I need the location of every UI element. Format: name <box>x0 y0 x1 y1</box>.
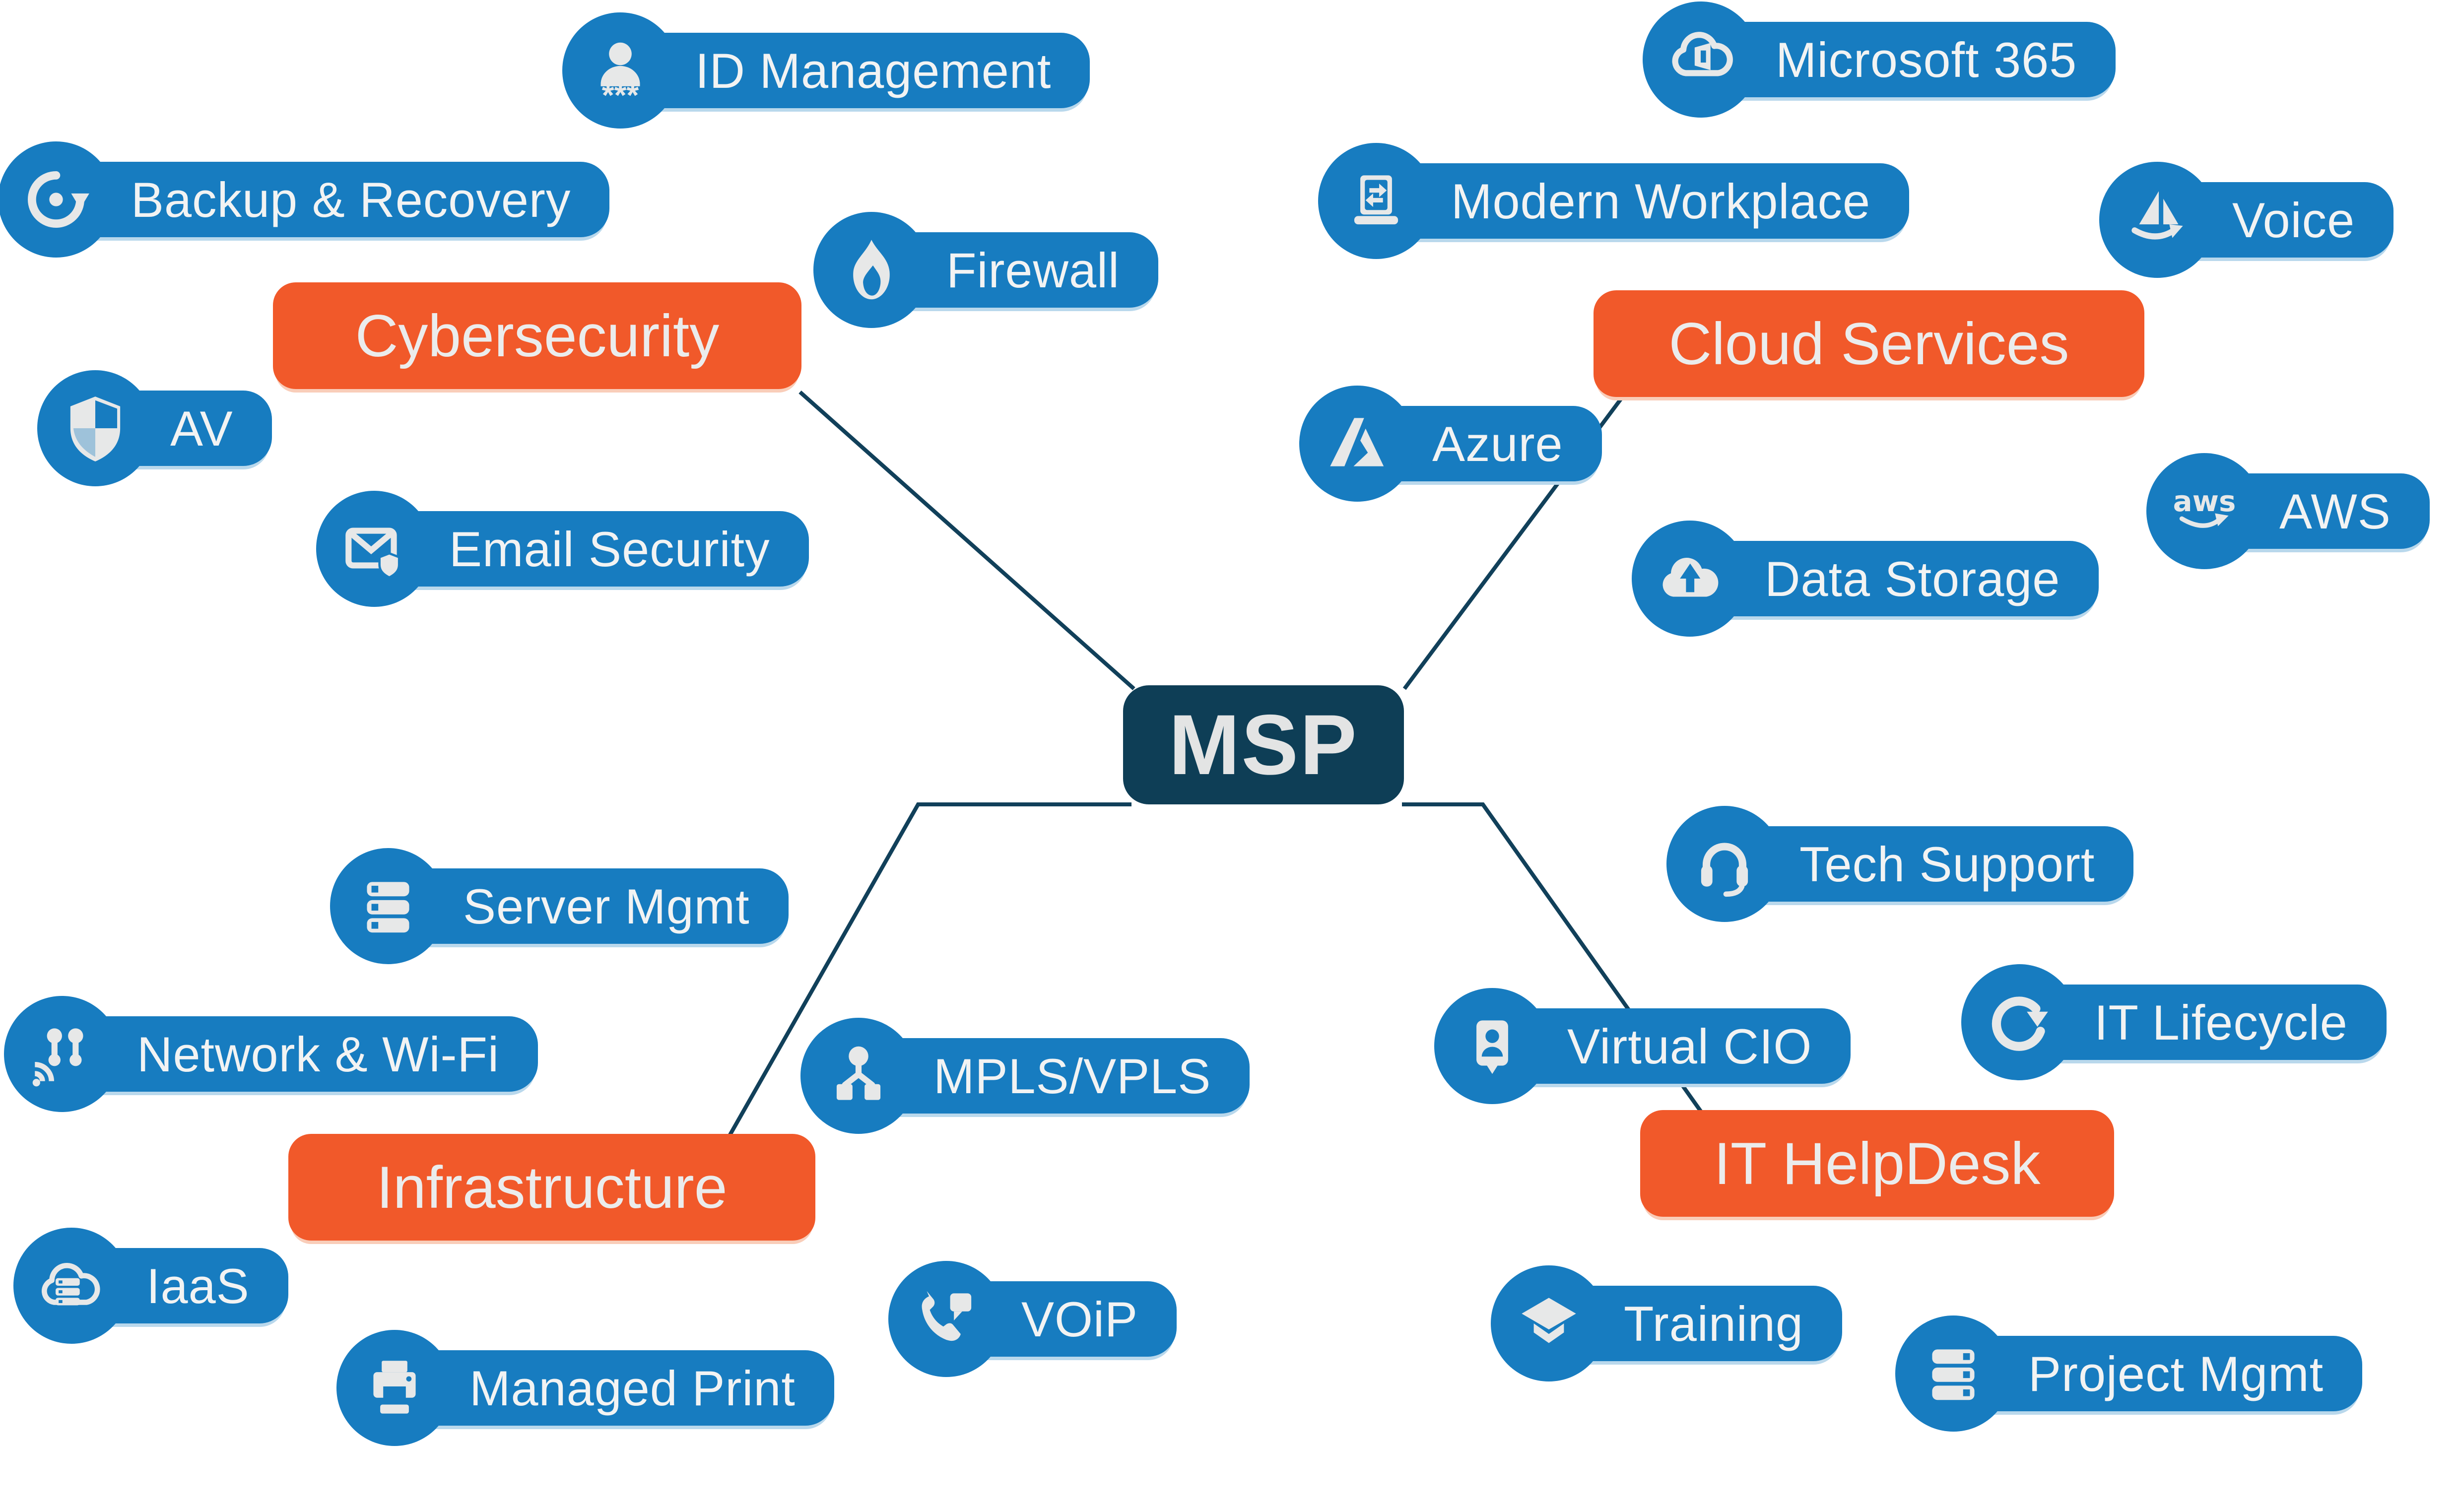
antivirus-shield-icon <box>37 370 153 486</box>
connector-cybersecurity <box>798 391 1135 690</box>
badge-label: Backup & Recovery <box>131 172 571 227</box>
badge-label: Project Mgmt <box>2028 1346 2324 1401</box>
badge-tech-support: Tech Support <box>1666 806 2134 922</box>
category-label: Cybersecurity <box>355 302 720 369</box>
category-cybersecurity: Cybersecurity <box>273 282 801 389</box>
category-infrastructure: Infrastructure <box>288 1134 815 1241</box>
svg-text:***: *** <box>602 77 639 108</box>
badge-label: Firewall <box>946 242 1120 298</box>
badge-label: Modern Workplace <box>1451 173 1871 229</box>
aws-logo-icon: aws <box>2146 453 2262 569</box>
category-label: Infrastructure <box>376 1154 728 1221</box>
server-stack-icon <box>330 848 446 964</box>
laptop-sync-icon <box>1318 143 1434 259</box>
svg-text:aws: aws <box>2173 484 2236 518</box>
graduation-cap-icon <box>1491 1265 1607 1381</box>
sailboat-voice-icon <box>2099 162 2215 278</box>
cycle-arrow-icon <box>1961 964 2077 1080</box>
cloud-server-icon <box>13 1228 130 1344</box>
badge-backup-recovery: Backup & Recovery <box>0 141 610 258</box>
badge-label: MPLS/VPLS <box>933 1048 1211 1104</box>
badge-training: Training <box>1491 1265 1842 1381</box>
badge-id-management: *** ID Management <box>562 12 1090 129</box>
badge-label: Voice <box>2232 192 2355 248</box>
badge-label: Microsoft 365 <box>1776 32 2077 87</box>
badge-label: Data Storage <box>1765 551 2060 606</box>
azure-logo-icon <box>1299 386 1415 502</box>
network-branch-icon <box>800 1018 917 1134</box>
badge-label: AWS <box>2279 483 2391 539</box>
badge-label: AV <box>170 400 233 456</box>
cloud-upload-icon <box>1632 521 1748 637</box>
badge-email-security: Email Security <box>316 491 809 607</box>
badge-mpls-vpls: MPLS/VPLS <box>800 1018 1250 1134</box>
badge-label: Managed Print <box>469 1360 796 1416</box>
connector-infrastructure <box>727 802 1131 1138</box>
person-badge-icon <box>1434 988 1550 1104</box>
badge-label: IaaS <box>146 1258 250 1314</box>
badge-label: IT Lifecycle <box>2094 994 2348 1050</box>
headset-icon <box>1666 806 1783 922</box>
badge-network-wifi: Network & Wi-Fi <box>4 996 538 1112</box>
category-it-helpdesk: IT HelpDesk <box>1640 1110 2114 1217</box>
badge-label: Tech Support <box>1799 836 2095 892</box>
category-cloud-services: Cloud Services <box>1594 290 2144 397</box>
badge-label: VOiP <box>1021 1291 1138 1347</box>
badge-label: ID Management <box>695 43 1052 98</box>
backup-recovery-icon <box>0 141 114 258</box>
phone-chat-icon <box>888 1261 1004 1377</box>
badge-label: Server Mgmt <box>463 878 750 934</box>
badge-it-lifecycle: IT Lifecycle <box>1961 964 2387 1080</box>
badge-label: Azure <box>1432 416 1563 471</box>
network-wifi-icon <box>4 996 120 1112</box>
layers-stack-icon <box>1895 1315 2011 1432</box>
printer-icon <box>336 1330 453 1446</box>
badge-label: Virtual CIO <box>1567 1018 1812 1074</box>
badge-managed-print: Managed Print <box>336 1330 834 1446</box>
firewall-flame-icon <box>813 212 930 328</box>
badge-label: Training <box>1624 1296 1803 1351</box>
category-label: IT HelpDesk <box>1714 1130 2041 1197</box>
badge-voip: VOiP <box>888 1261 1177 1377</box>
badge-virtual-cio: Virtual CIO <box>1434 988 1851 1104</box>
badge-server-mgmt: Server Mgmt <box>330 848 789 964</box>
badge-project-mgmt: Project Mgmt <box>1895 1315 2363 1432</box>
badge-aws: aws AWS <box>2146 453 2430 569</box>
center-node-label: MSP <box>1169 697 1358 792</box>
center-node-msp: MSP <box>1123 685 1404 804</box>
badge-modern-workplace: Modern Workplace <box>1318 143 1910 259</box>
email-security-icon <box>316 491 432 607</box>
category-label: Cloud Services <box>1668 310 2069 377</box>
badge-label: Email Security <box>449 521 770 577</box>
badge-data-storage: Data Storage <box>1632 521 2099 637</box>
badge-av: AV <box>37 370 272 486</box>
badge-firewall: Firewall <box>813 212 1159 328</box>
microsoft-365-cloud-icon <box>1643 1 1759 118</box>
badge-microsoft-365: Microsoft 365 <box>1643 1 2116 118</box>
badge-voice: Voice <box>2099 162 2394 278</box>
badge-label: Network & Wi-Fi <box>137 1026 499 1082</box>
id-management-icon: *** <box>562 12 678 129</box>
badge-azure: Azure <box>1299 386 1602 502</box>
badge-iaas: IaaS <box>13 1228 288 1344</box>
